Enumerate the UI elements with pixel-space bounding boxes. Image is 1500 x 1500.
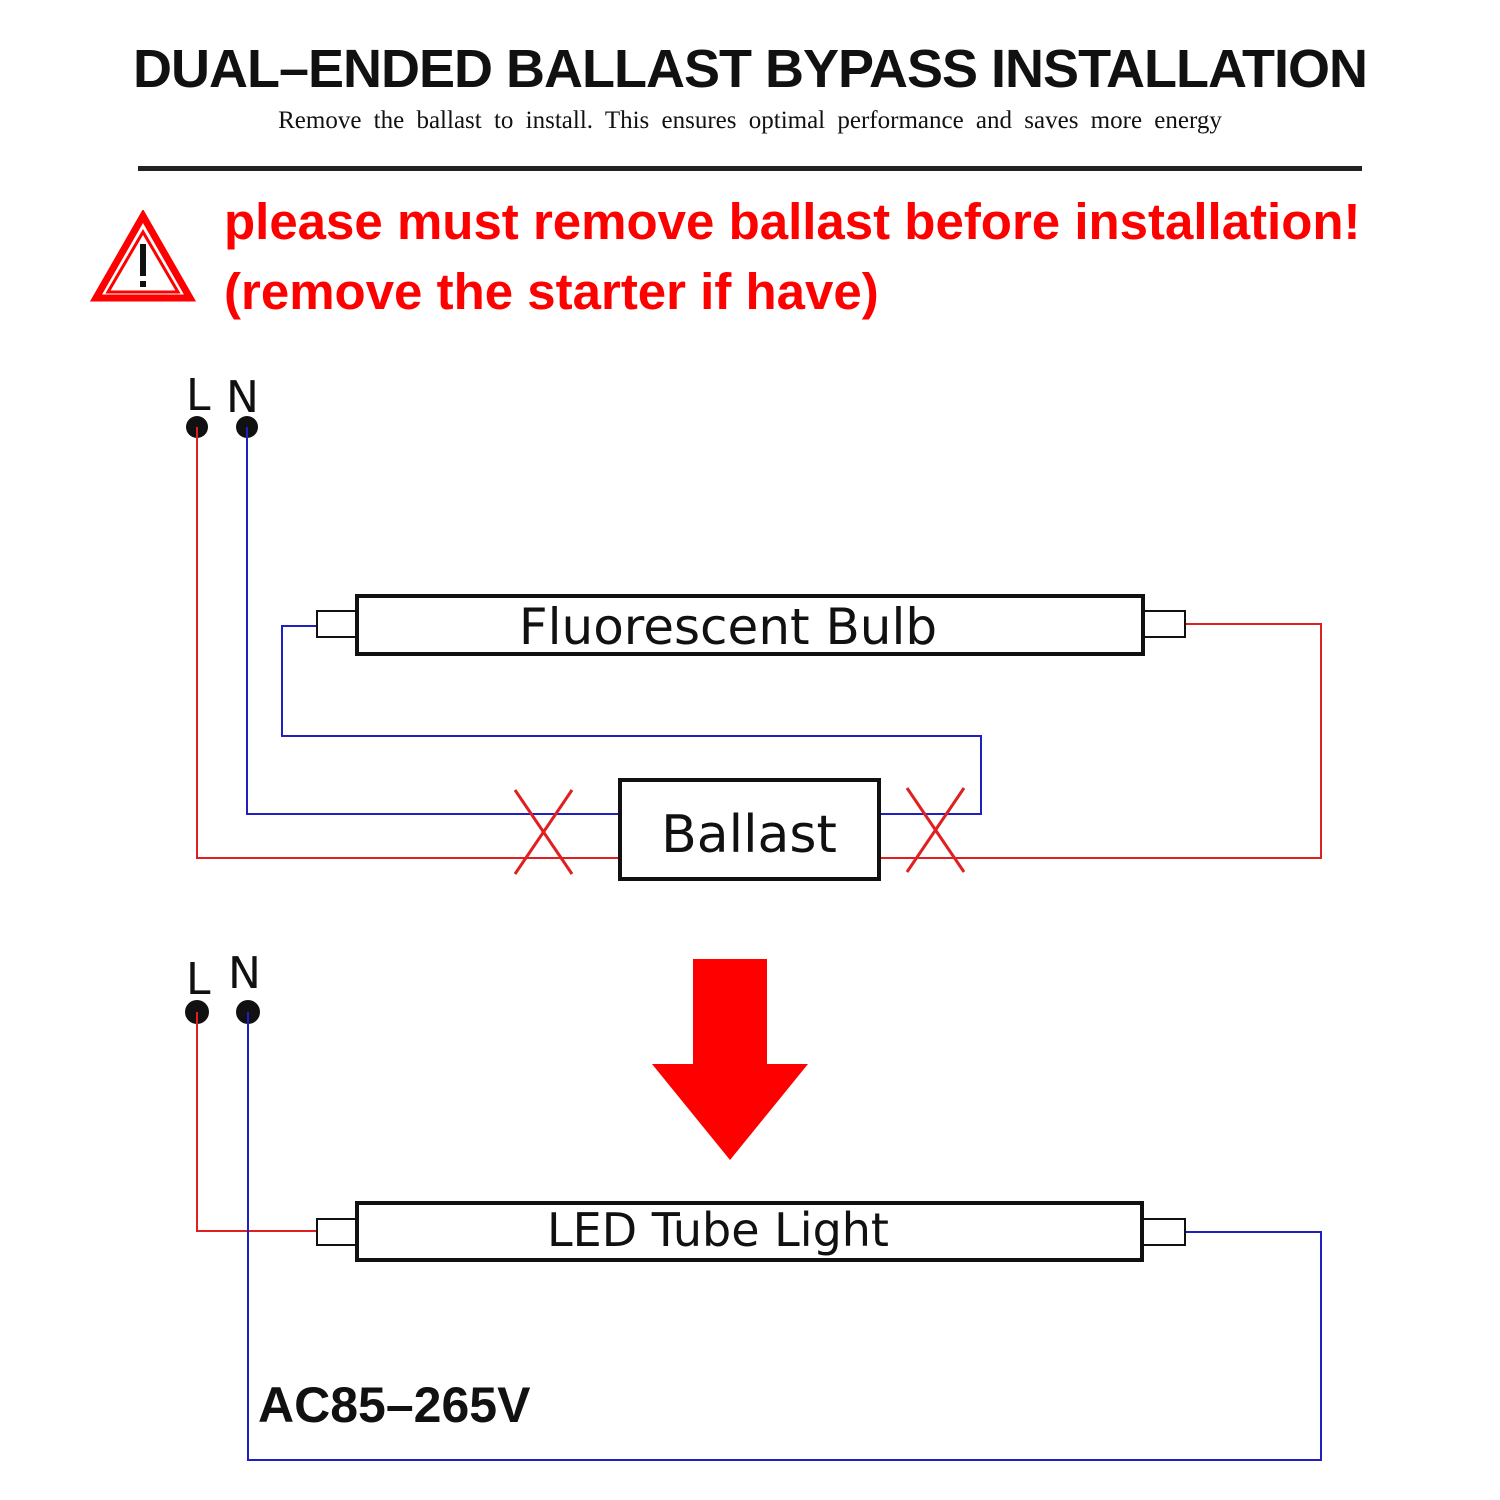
ballast-label: Ballast xyxy=(661,805,837,865)
before-terminal-l-label: L xyxy=(186,370,211,421)
down-arrow-icon xyxy=(652,959,808,1160)
page-title: DUAL–ENDED BALLAST BYPASS INSTALLATION xyxy=(132,39,1368,99)
header-divider xyxy=(138,166,1362,171)
before-neutral-wire-in xyxy=(246,427,618,815)
warning-sub-text: (remove the starter if have) xyxy=(224,263,879,320)
after-live-wire xyxy=(196,1012,317,1232)
led-tube: LED Tube Light xyxy=(316,1201,1186,1262)
warning-triangle-icon xyxy=(90,210,196,302)
after-neutral-wire xyxy=(247,1012,1322,1461)
page-subtitle: Remove the ballast to install. This ensu… xyxy=(278,107,1222,134)
before-terminal-n-label: N xyxy=(226,372,259,423)
voltage-label: AC85–265V xyxy=(258,1377,531,1433)
fluorescent-bulb: Fluorescent Bulb xyxy=(316,594,1186,656)
led-tube-label: LED Tube Light xyxy=(547,1203,889,1257)
before-live-wire-in xyxy=(196,427,618,859)
after-terminal-l-label: L xyxy=(186,954,211,1005)
after-terminal-n-label: N xyxy=(228,948,261,999)
cut-mark-left-icon xyxy=(513,789,574,875)
warning-main-text: please must remove ballast before instal… xyxy=(224,193,1361,250)
fluorescent-bulb-label: Fluorescent Bulb xyxy=(519,598,937,656)
cut-mark-right-icon xyxy=(905,787,966,873)
ballast-box: Ballast xyxy=(618,778,881,881)
before-live-wire-out xyxy=(880,623,1322,859)
before-neutral-wire-out xyxy=(281,625,982,815)
